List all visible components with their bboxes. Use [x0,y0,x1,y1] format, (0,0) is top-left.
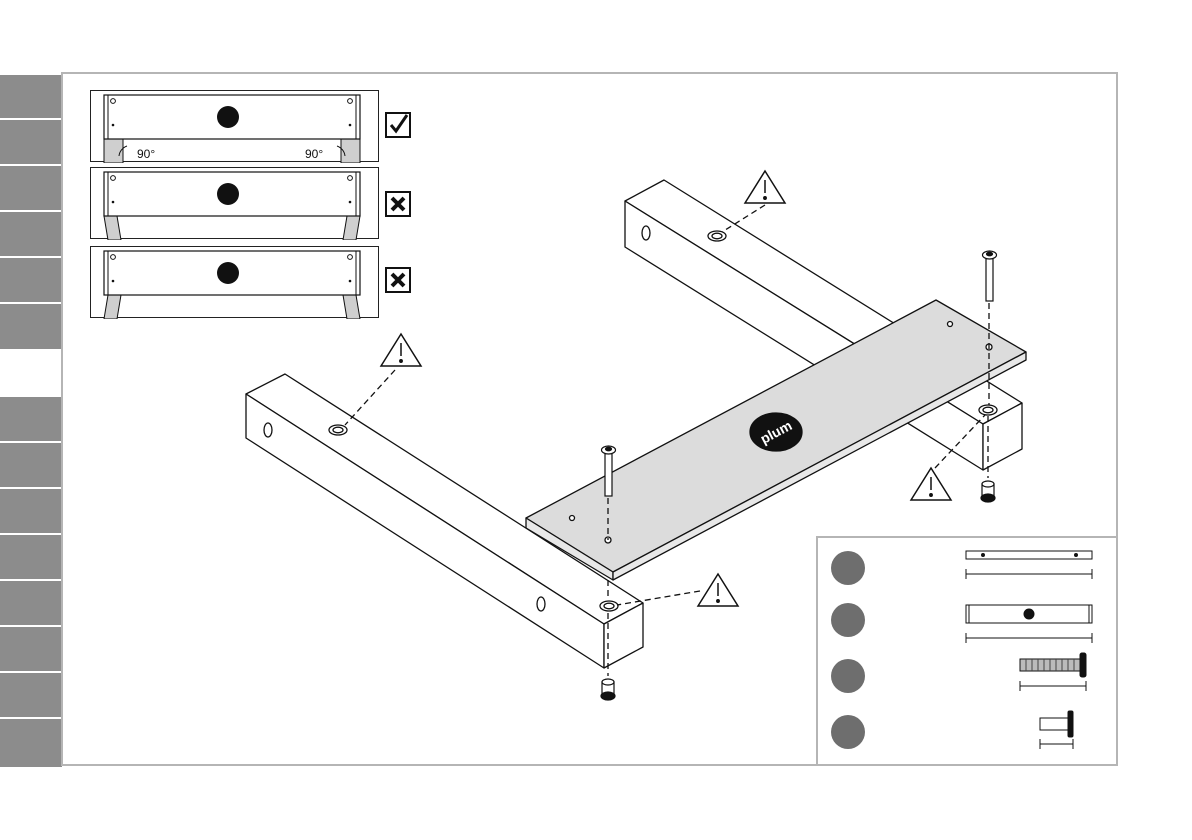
branded-plank-icon [966,605,1092,643]
side-hole [537,597,545,611]
barrel-nut-icon [1040,711,1073,749]
plum-logo [217,262,239,284]
screw-hole [948,322,953,327]
alignment-panel-wrong-2 [90,246,379,318]
check-icon [385,112,411,138]
panel-drawing [91,168,380,240]
cross-icon [385,267,411,293]
alignment-panel-correct: 90° 90° [90,90,379,162]
rail-plank-icon [966,551,1092,579]
bolt-icon [1020,653,1086,691]
cross-icon [385,191,411,217]
warning-icon [381,334,421,366]
alignment-panel-wrong-1 [90,167,379,239]
bolt-top-right [983,251,997,301]
angle-label-left: 90° [137,147,155,161]
warning-icon [911,468,951,500]
parts-list [816,536,1118,766]
warning-icon [698,574,738,606]
side-hole [264,423,272,437]
side-hole [642,226,650,240]
panel-drawing [91,91,380,163]
warning-icon [745,171,785,203]
barrel-nut-right [981,481,995,502]
panel-drawing [91,247,380,319]
angle-label-right: 90° [305,147,323,161]
barrel-nut-left [601,679,615,700]
parts-drawings [818,538,1120,768]
screw-hole [570,516,575,521]
plum-logo [217,106,239,128]
plum-logo [217,183,239,205]
